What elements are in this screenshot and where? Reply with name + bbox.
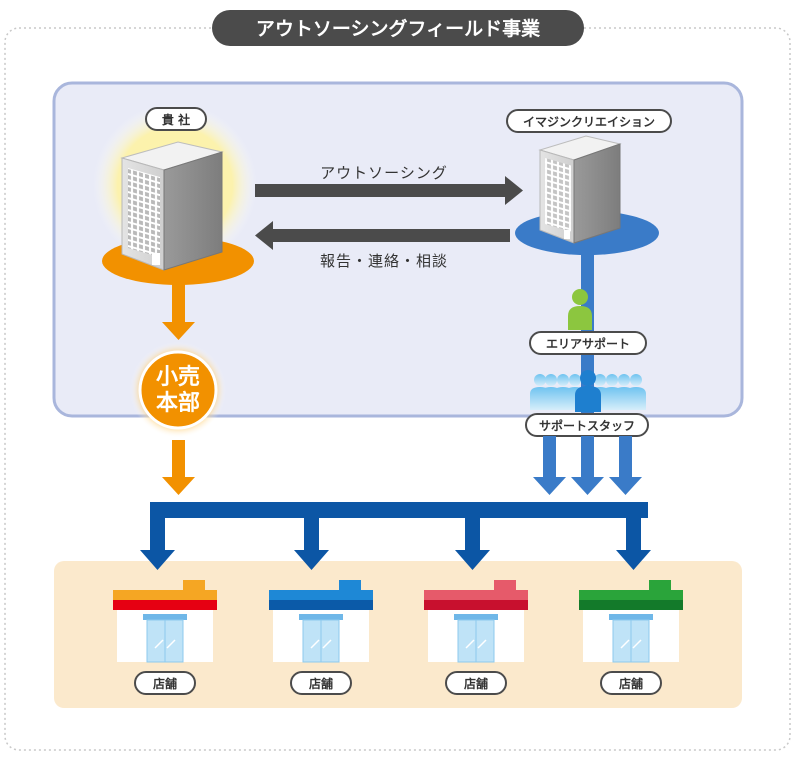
retail-hq: 小売 本部 bbox=[130, 342, 226, 438]
distribution-bar bbox=[140, 502, 651, 570]
store-label-pill: 店舗 bbox=[134, 671, 196, 695]
provider-label-pill: イマジンクリエイション bbox=[506, 109, 672, 133]
area-support-person-icon bbox=[568, 289, 592, 330]
store-label: 店舗 bbox=[309, 676, 333, 691]
provider-company: イマジンクリエイション bbox=[506, 109, 672, 255]
area-support-label: エリアサポート bbox=[546, 336, 630, 351]
outsourcing-label: アウトソーシング bbox=[320, 164, 448, 182]
provider-label: イマジンクリエイション bbox=[523, 115, 655, 129]
store-label-pill: 店舗 bbox=[445, 671, 507, 695]
store-label: 店舗 bbox=[153, 676, 177, 691]
provider-building-icon bbox=[538, 135, 622, 244]
client-label-pill: 貴 社 bbox=[145, 107, 207, 131]
store-icon bbox=[579, 580, 683, 663]
retail-hq-line1: 小売 bbox=[156, 364, 200, 390]
store-3: 店舗 bbox=[424, 580, 528, 695]
store-2: 店舗 bbox=[269, 580, 373, 695]
client-to-hq-arrow bbox=[162, 283, 195, 340]
report-label: 報告・連絡・相談 bbox=[320, 252, 448, 270]
area-support-pill: エリアサポート bbox=[529, 331, 647, 355]
store-icon bbox=[424, 580, 528, 663]
support-staff-label: サポートスタッフ bbox=[539, 418, 635, 433]
client-building-icon bbox=[120, 141, 224, 271]
store-icon bbox=[269, 580, 373, 663]
store-label: 店舗 bbox=[464, 676, 488, 691]
title-badge: アウトソーシングフィールド事業 bbox=[212, 10, 584, 46]
store-label-pill: 店舗 bbox=[290, 671, 352, 695]
store-list: 店舗 店舗 店舗 店舗 bbox=[113, 580, 683, 695]
retail-hq-line2: 本部 bbox=[156, 390, 200, 416]
store-1: 店舗 bbox=[113, 580, 217, 695]
outsourcing-arrow bbox=[255, 176, 523, 205]
store-label-pill: 店舗 bbox=[600, 671, 662, 695]
client-company: 貴 社 bbox=[93, 103, 257, 285]
store-4: 店舗 bbox=[579, 580, 683, 695]
staff-to-stores-arrows bbox=[533, 436, 642, 495]
store-panel bbox=[54, 561, 742, 708]
hq-to-stores-arrow bbox=[162, 440, 195, 495]
support-staff-group-icon bbox=[530, 370, 646, 412]
outer-frame bbox=[4, 27, 791, 751]
support-staff-pill: サポートスタッフ bbox=[525, 413, 649, 437]
page-title: アウトソーシングフィールド事業 bbox=[256, 17, 541, 40]
store-icon bbox=[113, 580, 217, 663]
report-arrow bbox=[255, 221, 510, 250]
client-label: 貴 社 bbox=[162, 112, 190, 127]
store-label: 店舗 bbox=[619, 676, 643, 691]
